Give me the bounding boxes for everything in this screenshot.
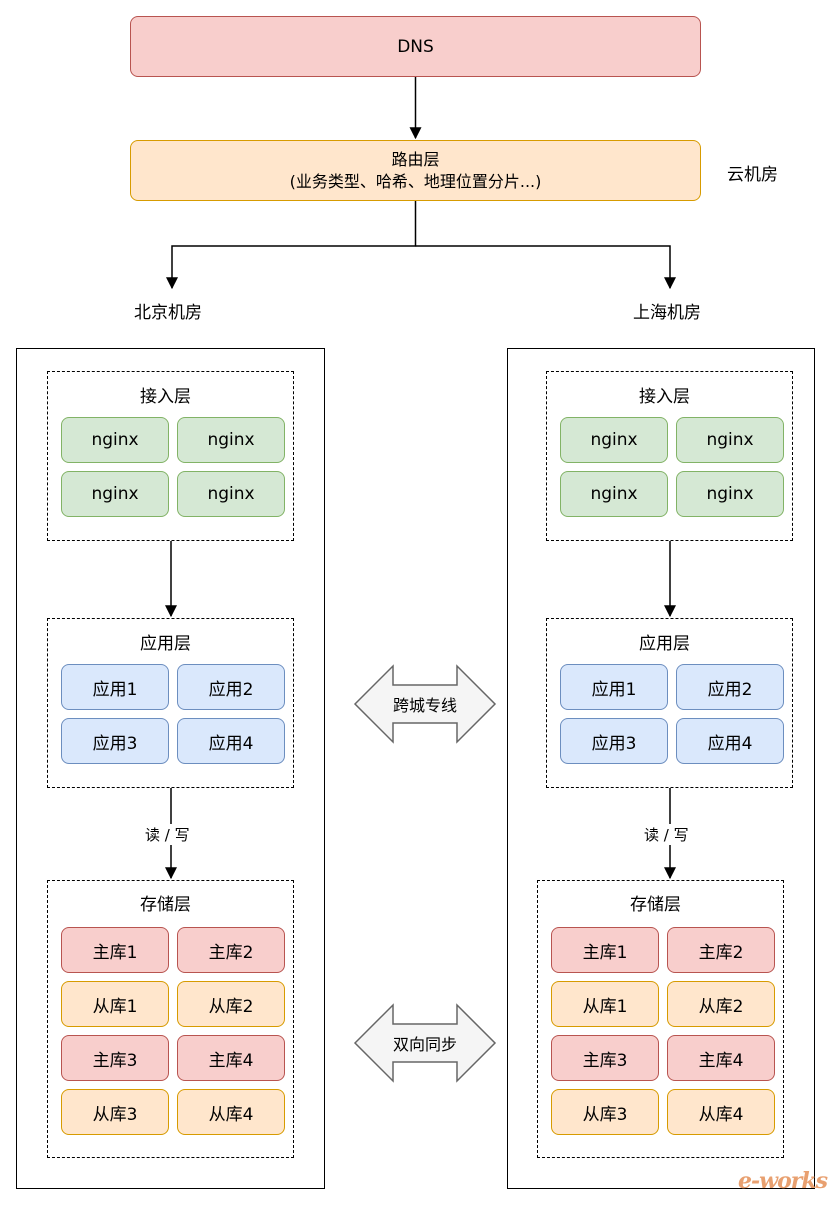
shanghai-app-layer bbox=[546, 618, 793, 788]
bidirectional-sync-label: 双向同步 bbox=[393, 1035, 458, 1054]
cross-city-link-label: 跨城专线 bbox=[393, 696, 458, 715]
cloud-datacenter-label: 云机房 bbox=[727, 165, 778, 185]
beijing-datacenter-label: 北京机房 bbox=[134, 303, 202, 323]
primary-db-node: 主库1 bbox=[551, 927, 659, 973]
nginx-node: nginx bbox=[177, 417, 285, 463]
shanghai-access-layer bbox=[546, 371, 793, 541]
app-node: 应用3 bbox=[560, 718, 668, 764]
routing-layer-subtitle: (业务类型、哈希、地理位置分片...) bbox=[289, 171, 542, 191]
app-node: 应用1 bbox=[61, 664, 169, 710]
routing-layer-node: 路由层 (业务类型、哈希、地理位置分片...) bbox=[130, 140, 701, 201]
nginx-node: nginx bbox=[676, 417, 784, 463]
primary-db-node: 主库2 bbox=[177, 927, 285, 973]
cross-city-double-arrow bbox=[353, 664, 497, 744]
beijing-datacenter bbox=[16, 348, 325, 1189]
router-split-edge-right bbox=[415, 245, 676, 290]
replica-db-node: 从库4 bbox=[667, 1089, 775, 1135]
nginx-node: nginx bbox=[177, 471, 285, 517]
nginx-node: nginx bbox=[61, 417, 169, 463]
beijing-storage-layer-title: 存储层 bbox=[140, 895, 191, 915]
beijing-read-write-label: 读 / 写 bbox=[143, 824, 192, 845]
shanghai-storage-layer-title: 存储层 bbox=[630, 895, 681, 915]
beijing-access-layer-title: 接入层 bbox=[140, 387, 191, 407]
primary-db-node: 主库3 bbox=[551, 1035, 659, 1081]
primary-db-node: 主库2 bbox=[667, 927, 775, 973]
app-node: 应用2 bbox=[676, 664, 784, 710]
replica-db-node: 从库3 bbox=[61, 1089, 169, 1135]
beijing-app-layer bbox=[47, 618, 294, 788]
app-node: 应用2 bbox=[177, 664, 285, 710]
app-node: 应用1 bbox=[560, 664, 668, 710]
shanghai-datacenter-label: 上海机房 bbox=[633, 303, 701, 323]
routing-layer-title: 路由层 bbox=[391, 149, 440, 169]
eworks-watermark-logo: e-works bbox=[738, 1168, 828, 1194]
shanghai-app-layer-title: 应用层 bbox=[639, 634, 690, 654]
replica-db-node: 从库2 bbox=[177, 981, 285, 1027]
shanghai-access-layer-title: 接入层 bbox=[639, 387, 690, 407]
dns-label: DNS bbox=[397, 36, 434, 57]
replica-db-node: 从库1 bbox=[61, 981, 169, 1027]
replica-db-node: 从库2 bbox=[667, 981, 775, 1027]
primary-db-node: 主库4 bbox=[177, 1035, 285, 1081]
shanghai-datacenter bbox=[507, 348, 815, 1189]
replica-db-node: 从库4 bbox=[177, 1089, 285, 1135]
nginx-node: nginx bbox=[61, 471, 169, 517]
shanghai-read-write-label: 读 / 写 bbox=[642, 824, 691, 845]
app-node: 应用4 bbox=[177, 718, 285, 764]
sync-double-arrow bbox=[353, 1003, 497, 1083]
primary-db-node: 主库4 bbox=[667, 1035, 775, 1081]
nginx-node: nginx bbox=[560, 471, 668, 517]
router-split-edge bbox=[166, 201, 417, 290]
nginx-node: nginx bbox=[676, 471, 784, 517]
primary-db-node: 主库3 bbox=[61, 1035, 169, 1081]
replica-db-node: 从库1 bbox=[551, 981, 659, 1027]
nginx-node: nginx bbox=[560, 417, 668, 463]
primary-db-node: 主库1 bbox=[61, 927, 169, 973]
beijing-storage-layer bbox=[47, 880, 294, 1158]
app-node: 应用4 bbox=[676, 718, 784, 764]
replica-db-node: 从库3 bbox=[551, 1089, 659, 1135]
beijing-app-layer-title: 应用层 bbox=[140, 634, 191, 654]
app-node: 应用3 bbox=[61, 718, 169, 764]
dns-node: DNS bbox=[130, 16, 701, 77]
shanghai-storage-layer bbox=[537, 880, 784, 1158]
beijing-access-layer bbox=[47, 371, 294, 541]
